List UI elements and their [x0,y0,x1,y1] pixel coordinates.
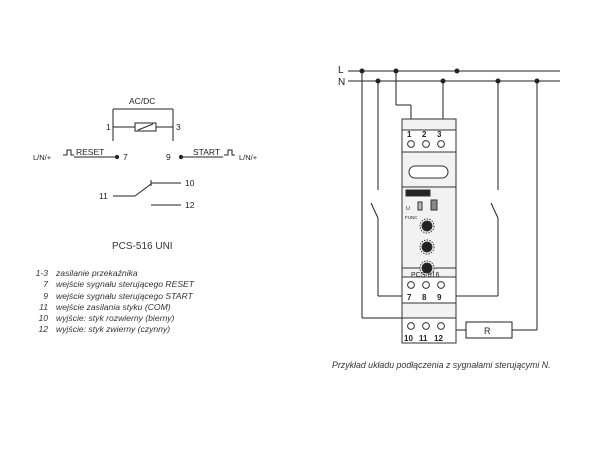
pin-10-label: 10 [185,178,195,188]
led-r-icon [430,199,438,211]
contact-switch [134,183,152,197]
junction-L-3 [454,68,460,74]
acdc-label: AC/DC [129,96,155,106]
legend-text: wejście sygnału sterującego START [56,290,193,301]
legend-key: 7 [43,279,48,290]
legend-row: 12 wyjście: styk zwierny (czynny) [4,324,194,335]
terminal-3-label: 3 [437,130,442,139]
pin-9-label: 9 [166,152,171,162]
legend-text: wejście sygnału sterującego RESET [56,279,195,290]
pin-12-label: 12 [185,200,195,210]
relay-symbol [63,108,235,206]
reset-pulse-icon [63,149,74,156]
pin-3-label: 3 [176,122,181,132]
legend-row: 7 wejście sygnału sterującego RESET [4,279,194,290]
screw-11-icon [422,322,430,330]
legend-key: 11 [39,301,48,312]
pin-1-label: 1 [106,122,111,132]
terminal-8-label: 8 [422,293,427,302]
relay-symbol-labels: AC/DC 1 3 RESET L/N/+ 7 9 START L/N/+ 11… [33,96,258,210]
screw-12-icon [437,322,445,330]
front-window [408,165,449,179]
terminal-2-label: 2 [422,130,427,139]
load-resistor [465,321,513,339]
coil-box [134,122,157,132]
legend-text: zasilanie przekaźnika [56,268,138,278]
pin-7-label: 7 [123,152,128,162]
terminal-1-label: 1 [407,130,412,139]
pin-legend: 1-3 zasilanie przekaźnika 7 wejście sygnał… [4,268,194,336]
device-housing [401,118,457,344]
wiring-caption: Przykład układu podłączenia z sygnałami … [332,360,551,370]
wiring-labels: L N 1 2 3 7 8 9 10 11 12 PCS-516 U FUNC … [338,65,491,343]
legend-text: wyjście: styk rozwierny (bierny) [56,313,175,324]
coil-diagonal [137,123,154,131]
terminal-12-label: 12 [434,334,443,343]
screw-7-icon [407,281,415,289]
screw-8-icon [422,281,430,289]
legend-key: 10 [38,313,48,324]
start-switch [490,202,499,219]
line-N-label: N [338,77,345,88]
terminal-9-label: 9 [437,293,442,302]
legend-text: wejście zasilania styku (COM) [56,301,171,312]
screw-2-icon [422,140,430,148]
start-pulse-icon [224,149,235,156]
start-side-label: L/N/+ [239,153,258,162]
load-label: R [484,326,491,336]
u-label: U [406,206,410,212]
time-knob [421,262,433,274]
legend-key: 12 [38,324,48,335]
screw-1-icon [407,140,415,148]
start-label: START [193,147,220,157]
line-L-label: L [338,65,344,76]
terminal-11-label: 11 [419,334,428,343]
legend-key: 9 [43,290,48,301]
reset-side-label: L/N/+ [33,153,52,162]
reset-terminal-dot [114,154,120,160]
legend-row: 9 wejście sygnału sterującego START [4,291,194,302]
legend-row: 1-3 zasilanie przekaźnika [4,268,194,279]
model-title: PCS-516 UNI [112,241,173,252]
func-knob [421,220,433,232]
reset-switch [370,202,379,219]
device-label: PCS-516 [411,272,440,279]
terminal-10-label: 10 [404,334,413,343]
reset-label: RESET [76,147,104,157]
legend-row: 10 wyjście: styk rozwierny (bierny) [4,313,194,324]
range-knob [421,241,433,253]
brand-logo [405,189,431,197]
func-label: FUNC [405,215,418,220]
legend-key: 1-3 [35,268,48,278]
legend-row: 11 wejście zasilania styku (COM) [4,302,194,313]
terminal-7-label: 7 [407,293,412,302]
screw-9-icon [437,281,445,289]
screw-10-icon [407,322,415,330]
led-u-icon [417,201,423,211]
pin-11-label: 11 [99,191,108,201]
screw-3-icon [437,140,445,148]
legend-text: wyjście: styk zwierny (czynny) [56,324,171,335]
